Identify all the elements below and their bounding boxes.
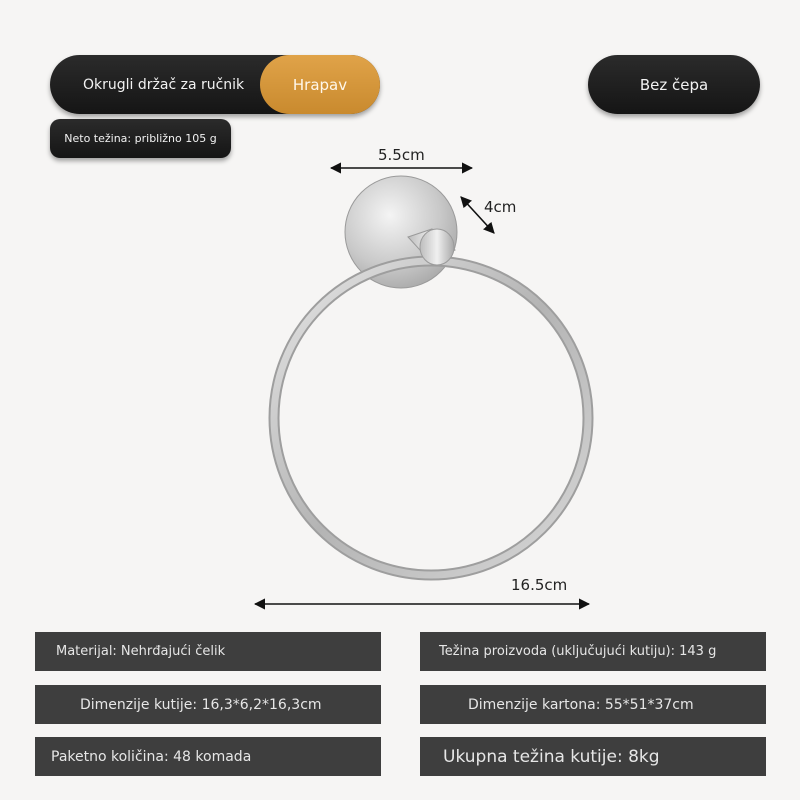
net-weight-badge: Neto težina: približno 105 g — [50, 119, 231, 158]
net-weight-label: Neto težina: približno 105 g — [64, 132, 217, 145]
spec-package-quantity-text: Paketno količina: 48 komada — [51, 748, 252, 765]
spec-box-dimensions: Dimenzije kutije: 16,3*6,2*16,3cm — [35, 685, 381, 724]
spec-package-quantity: Paketno količina: 48 komada — [35, 737, 381, 776]
spec-material: Materijal: Nehrđajući čelik — [35, 632, 381, 671]
depth-arrow — [460, 196, 495, 234]
depth-label: 4cm — [484, 198, 517, 216]
type-option-label: Hrapav — [292, 75, 348, 94]
top-width-label: 5.5cm — [378, 146, 425, 164]
mounting-post-cap — [419, 228, 455, 266]
ring-width-label: 16.5cm — [511, 576, 568, 594]
plug-option-label: Bez čepa — [639, 75, 709, 94]
towel-ring-highlight — [270, 257, 592, 579]
spec-total-box-weight-text: Ukupna težina kutije: 8kg — [443, 746, 660, 767]
spec-material-text: Materijal: Nehrđajući čelik — [56, 644, 226, 659]
plug-option-button[interactable]: Bez čepa — [588, 55, 760, 114]
spec-product-weight: Težina proizvoda (uključujući kutiju): 1… — [420, 632, 766, 671]
spec-total-box-weight: Ukupna težina kutije: 8kg — [420, 737, 766, 776]
spec-box-dimensions-text: Dimenzije kutije: 16,3*6,2*16,3cm — [80, 696, 322, 713]
spec-carton-dimensions-text: Dimenzije kartona: 55*51*37cm — [468, 696, 694, 713]
spec-product-weight-text: Težina proizvoda (uključujući kutiju): 1… — [439, 644, 717, 659]
product-name-label: Okrugli držač za ručnik — [83, 76, 245, 93]
type-option-button[interactable]: Hrapav — [260, 55, 380, 114]
spec-carton-dimensions: Dimenzije kartona: 55*51*37cm — [420, 685, 766, 724]
